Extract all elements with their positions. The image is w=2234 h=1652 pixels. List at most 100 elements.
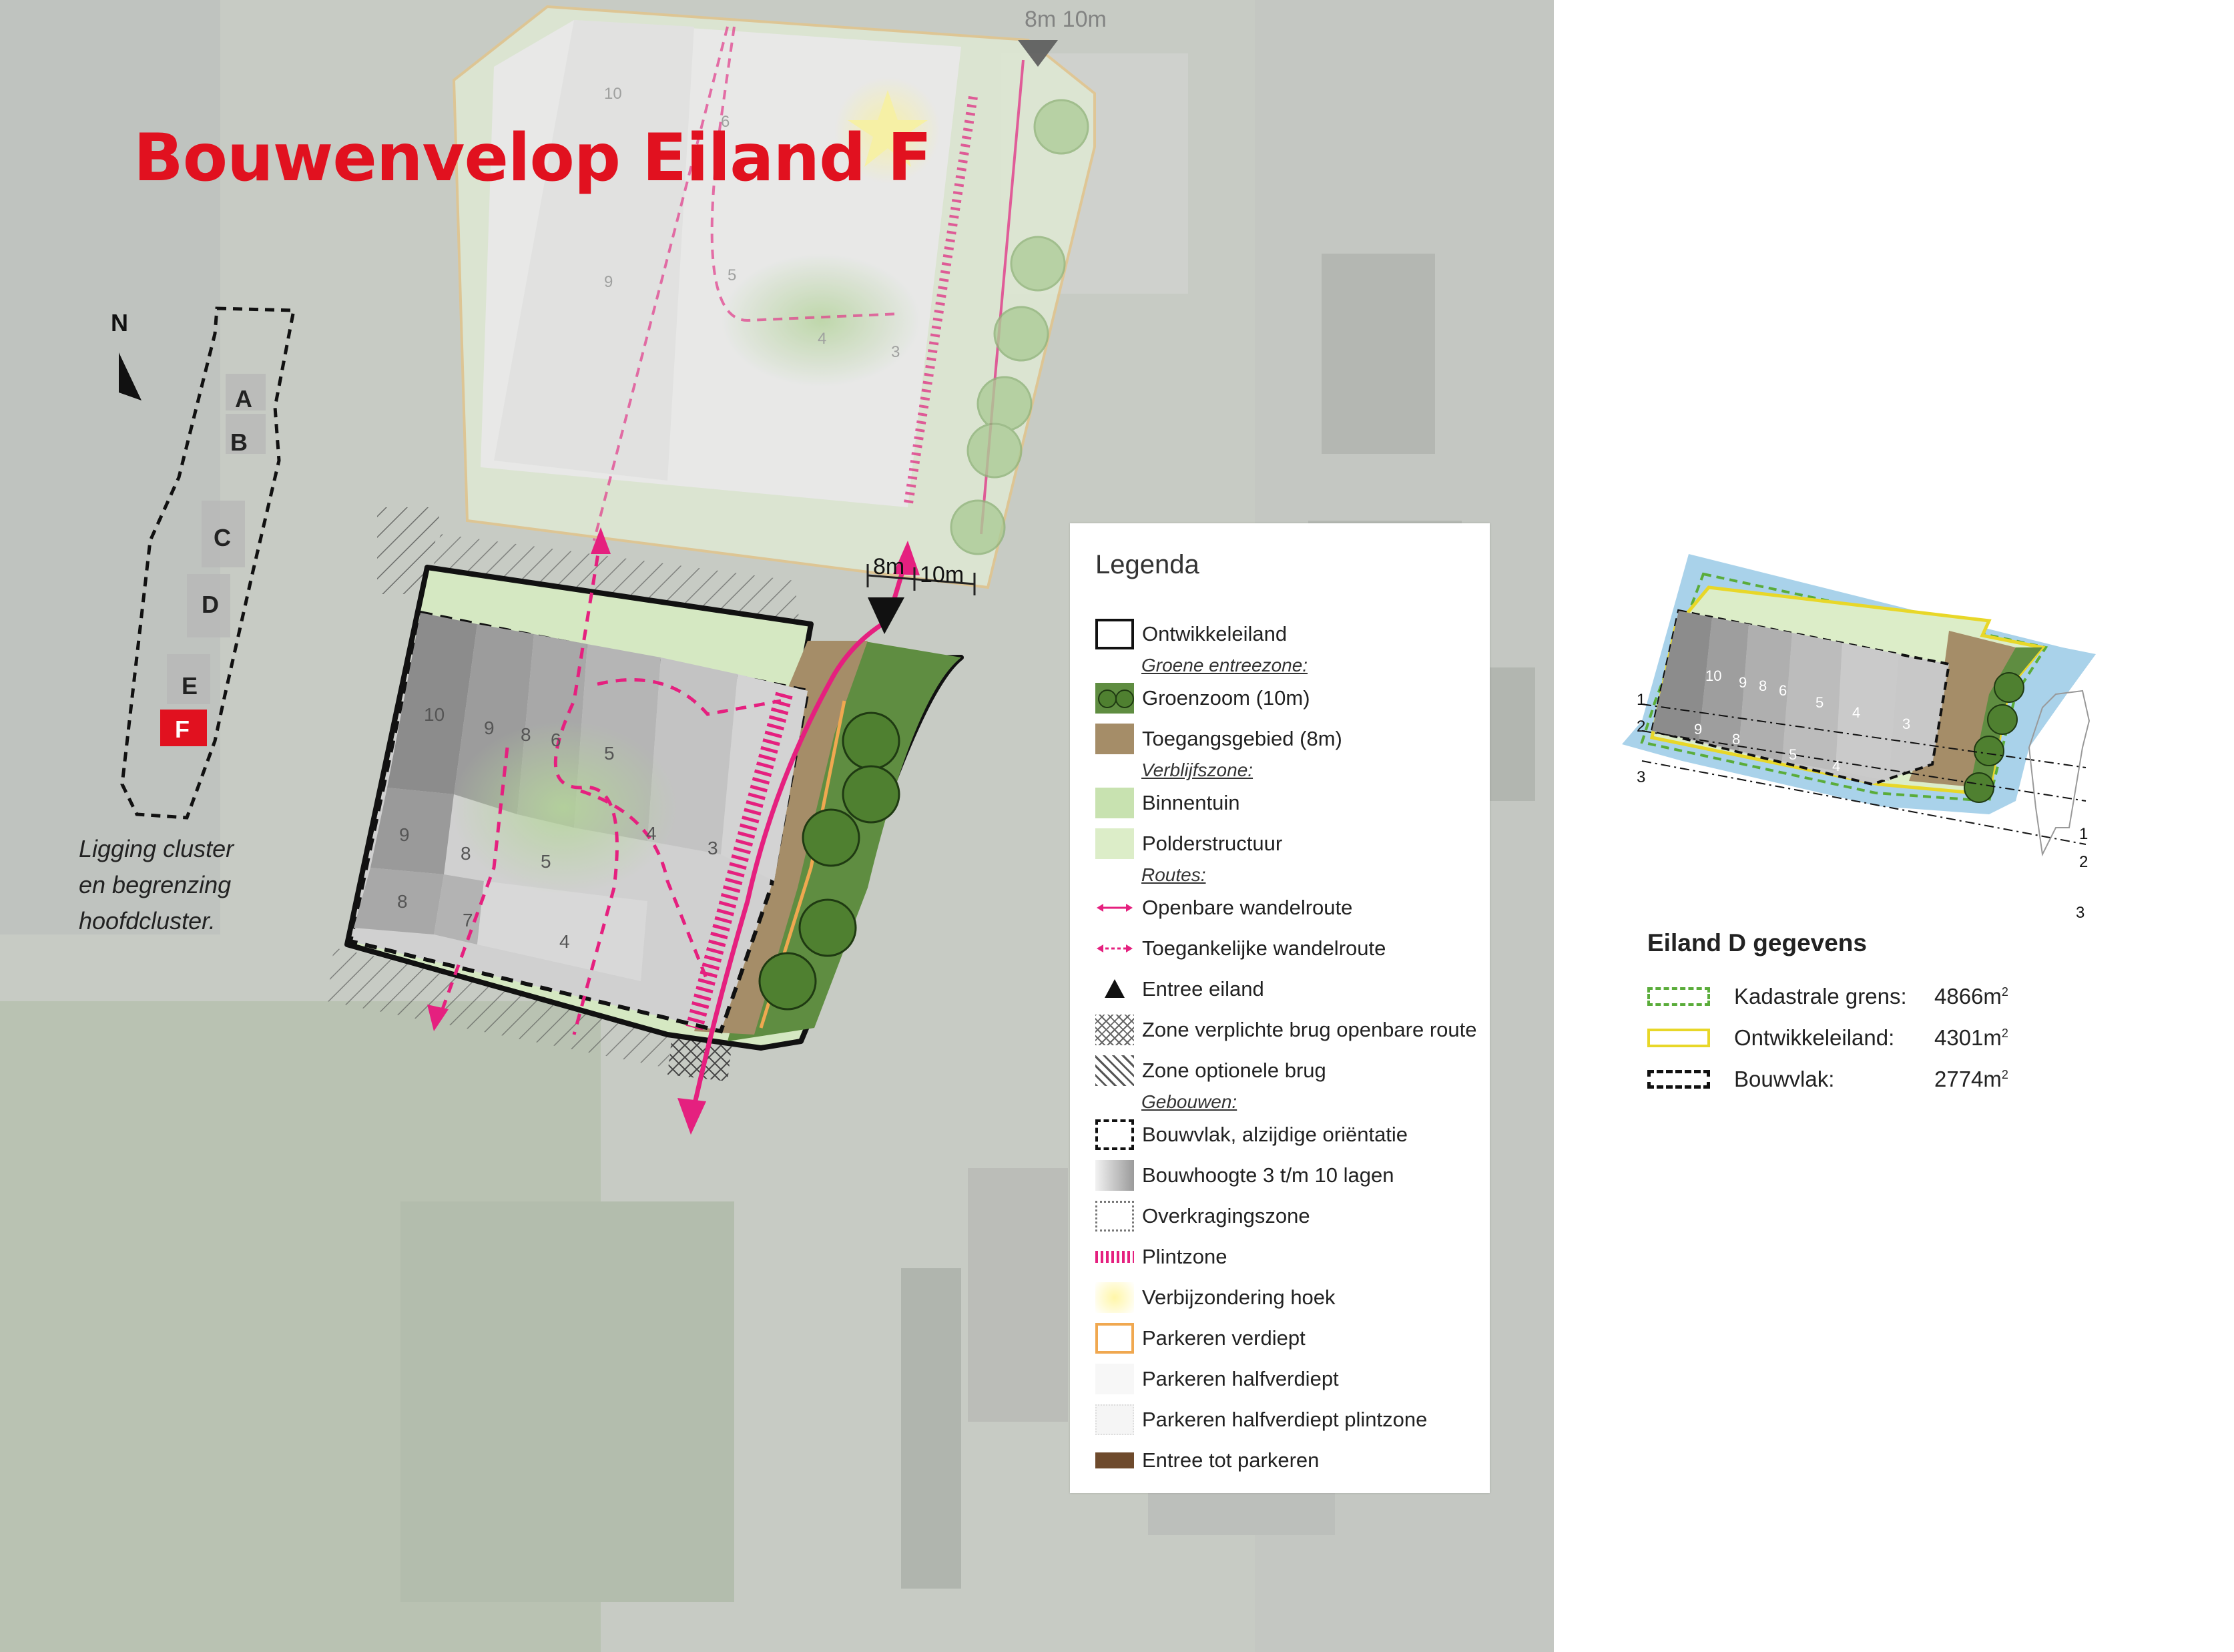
legend-item-label: Zone verplichte brug openbare route xyxy=(1142,1018,1477,1041)
section-label: 3 xyxy=(1637,768,1645,786)
dashed-box-swatch xyxy=(1095,1119,1134,1150)
darkbrown-swatch xyxy=(1095,1452,1134,1468)
section-label: 3 xyxy=(2076,904,2084,922)
white-swatch xyxy=(1095,1364,1134,1394)
height-label: 6 xyxy=(551,730,561,750)
legend-item: Binnentuin xyxy=(1095,786,1240,820)
arrow-solid-swatch xyxy=(1095,892,1134,923)
triangle-swatch xyxy=(1095,974,1134,1005)
value-text: 2774m xyxy=(1934,1067,2002,1091)
section-label: 1 xyxy=(1637,691,1645,709)
height-label: 5 xyxy=(541,851,551,872)
legend-item: Plintzone xyxy=(1095,1240,1227,1274)
legend-item-label: Bouwhoogte 3 t/m 10 lagen xyxy=(1142,1163,1394,1187)
legend-item-label: Toegankelijke wandelroute xyxy=(1142,936,1386,960)
legend-item-label: Zone optionele brug xyxy=(1142,1059,1326,1082)
mini-section-line xyxy=(1641,760,2086,845)
legend-item: Toegankelijke wandelroute xyxy=(1095,931,1386,966)
upper-height-label: 6 xyxy=(721,113,730,131)
value-text: 4301m xyxy=(1934,1025,2002,1050)
cluster-letter: A xyxy=(235,385,252,412)
value-text: 4866m xyxy=(1934,984,2002,1009)
mini-height-label: 3 xyxy=(1846,818,1854,834)
mini-tree xyxy=(1974,736,2004,766)
legend-item-label: Polderstructuur xyxy=(1142,832,1283,855)
legend-item: Bouwhoogte 3 t/m 10 lagen xyxy=(1095,1158,1394,1193)
mini-height-label: 4 xyxy=(1852,704,1860,721)
caption-line: Ligging cluster xyxy=(79,835,234,862)
data-row-label: Bouwvlak: xyxy=(1734,1067,1835,1091)
cluster-letter: C xyxy=(214,524,231,551)
legend-item-label: Groenzoom (10m) xyxy=(1142,686,1310,710)
data-row-value: 4301m2 xyxy=(1934,1025,2008,1051)
yellow-swatch xyxy=(1647,1029,1710,1047)
caption-line: en begrenzing xyxy=(79,871,232,898)
north-arrow-icon xyxy=(119,352,142,400)
mini-height-label: 6 xyxy=(1779,682,1787,699)
legend-item-label: Bouwvlak, alzijdige oriëntatie xyxy=(1142,1123,1408,1146)
black-dashed-swatch xyxy=(1647,1070,1710,1089)
height-label: 8 xyxy=(397,891,408,912)
top-dimension-label: 8m 10m xyxy=(1025,7,1107,32)
legend-item-label: Parkeren halfverdiept xyxy=(1142,1367,1339,1390)
height-labels: 10 9 8 6 5 9 8 5 4 3 8 7 4 xyxy=(397,704,718,952)
legend-section-label: Groene entreezone: xyxy=(1141,655,1308,675)
mini-height-label: 8 xyxy=(1759,677,1767,694)
mini-height-label: 9 xyxy=(1694,721,1702,738)
mini-height-block xyxy=(1699,617,1749,751)
cluster-letter: B xyxy=(230,429,248,456)
mini-height-label: 10 xyxy=(1705,667,1721,684)
data-row-ontwikkeleiland: Ontwikkeleiland: 4301m2 xyxy=(1647,1021,2008,1055)
legend-item-label: Parkeren halfverdiept plintzone xyxy=(1142,1408,1428,1431)
legend-item-label: Entree tot parkeren xyxy=(1142,1448,1320,1472)
legend-item-label: Plintzone xyxy=(1142,1245,1227,1268)
mini-height-label: 8 xyxy=(1689,786,1697,803)
cluster-letter: F xyxy=(175,716,190,743)
upper-island: 10 9 6 5 4 3 8m 10m xyxy=(452,5,1107,589)
legend-item-label: Parkeren verdiept xyxy=(1142,1326,1306,1350)
legend-item-label: Entree eiland xyxy=(1142,977,1264,1001)
section-label: 1 xyxy=(2079,825,2088,843)
upper-height-label: 4 xyxy=(818,330,826,348)
legend-title: Legenda xyxy=(1095,550,1199,579)
island-f: 8m 10m 10 9 8 6 5 9 8 5 4 3 8 7 4 xyxy=(344,527,976,1135)
legend-item: Bouwvlak, alzijdige oriëntatie xyxy=(1095,1117,1408,1152)
brown-swatch xyxy=(1095,724,1134,754)
legend-item-label: Openbare wandelroute xyxy=(1142,896,1353,919)
height-label: 4 xyxy=(646,823,657,844)
data-row-value: 4866m2 xyxy=(1934,984,2008,1009)
section-label: 2 xyxy=(1637,718,1645,736)
height-label: 3 xyxy=(708,838,718,858)
value-unit-sup: 2 xyxy=(2001,1068,2008,1081)
mini-height-label: 5 xyxy=(1816,694,1824,711)
data-panel-title: Eiland D gegevens xyxy=(1647,929,1867,956)
mini-height-block xyxy=(1739,624,1792,761)
white-dotted-swatch xyxy=(1095,1404,1134,1435)
cluster-caption: Ligging cluster en begrenzing hoofdclust… xyxy=(79,831,234,939)
upper-height-label: 3 xyxy=(891,343,900,361)
upper-height-label: 10 xyxy=(604,85,622,103)
cluster-letter: D xyxy=(202,591,219,618)
legend-item: Parkeren halfverdiept xyxy=(1095,1362,1339,1396)
section-label: 2 xyxy=(2079,853,2088,871)
legend-item: Zone optionele brug xyxy=(1095,1053,1326,1088)
compass-label: N xyxy=(111,309,128,336)
legend-item: Parkeren halfverdiept plintzone xyxy=(1095,1402,1427,1437)
legend-item-label: Toegangsgebied (8m) xyxy=(1142,727,1342,750)
mini-trees xyxy=(1964,672,2024,803)
legend-item: Groenzoom (10m) xyxy=(1095,681,1310,716)
plint-swatch xyxy=(1095,1251,1134,1263)
data-row-kadastraal: Kadastrale grens: 4866m2 xyxy=(1647,980,2008,1013)
legend-item: Parkeren verdiept xyxy=(1095,1321,1306,1356)
upper-height-label: 9 xyxy=(604,273,613,291)
arrow-dashed-swatch xyxy=(1095,933,1134,964)
legend-item-label: Verbijzondering hoek xyxy=(1142,1286,1336,1309)
mini-tree xyxy=(1964,772,1994,803)
mini-section-lines xyxy=(1641,704,2086,845)
legend-item-label: Binnentuin xyxy=(1142,791,1240,814)
data-row-value: 2774m2 xyxy=(1934,1067,2008,1092)
mini-height-label: 8 xyxy=(1732,731,1740,748)
mini-section-line xyxy=(1641,704,2086,768)
data-row-label: Ontwikkeleiland: xyxy=(1734,1025,1895,1050)
